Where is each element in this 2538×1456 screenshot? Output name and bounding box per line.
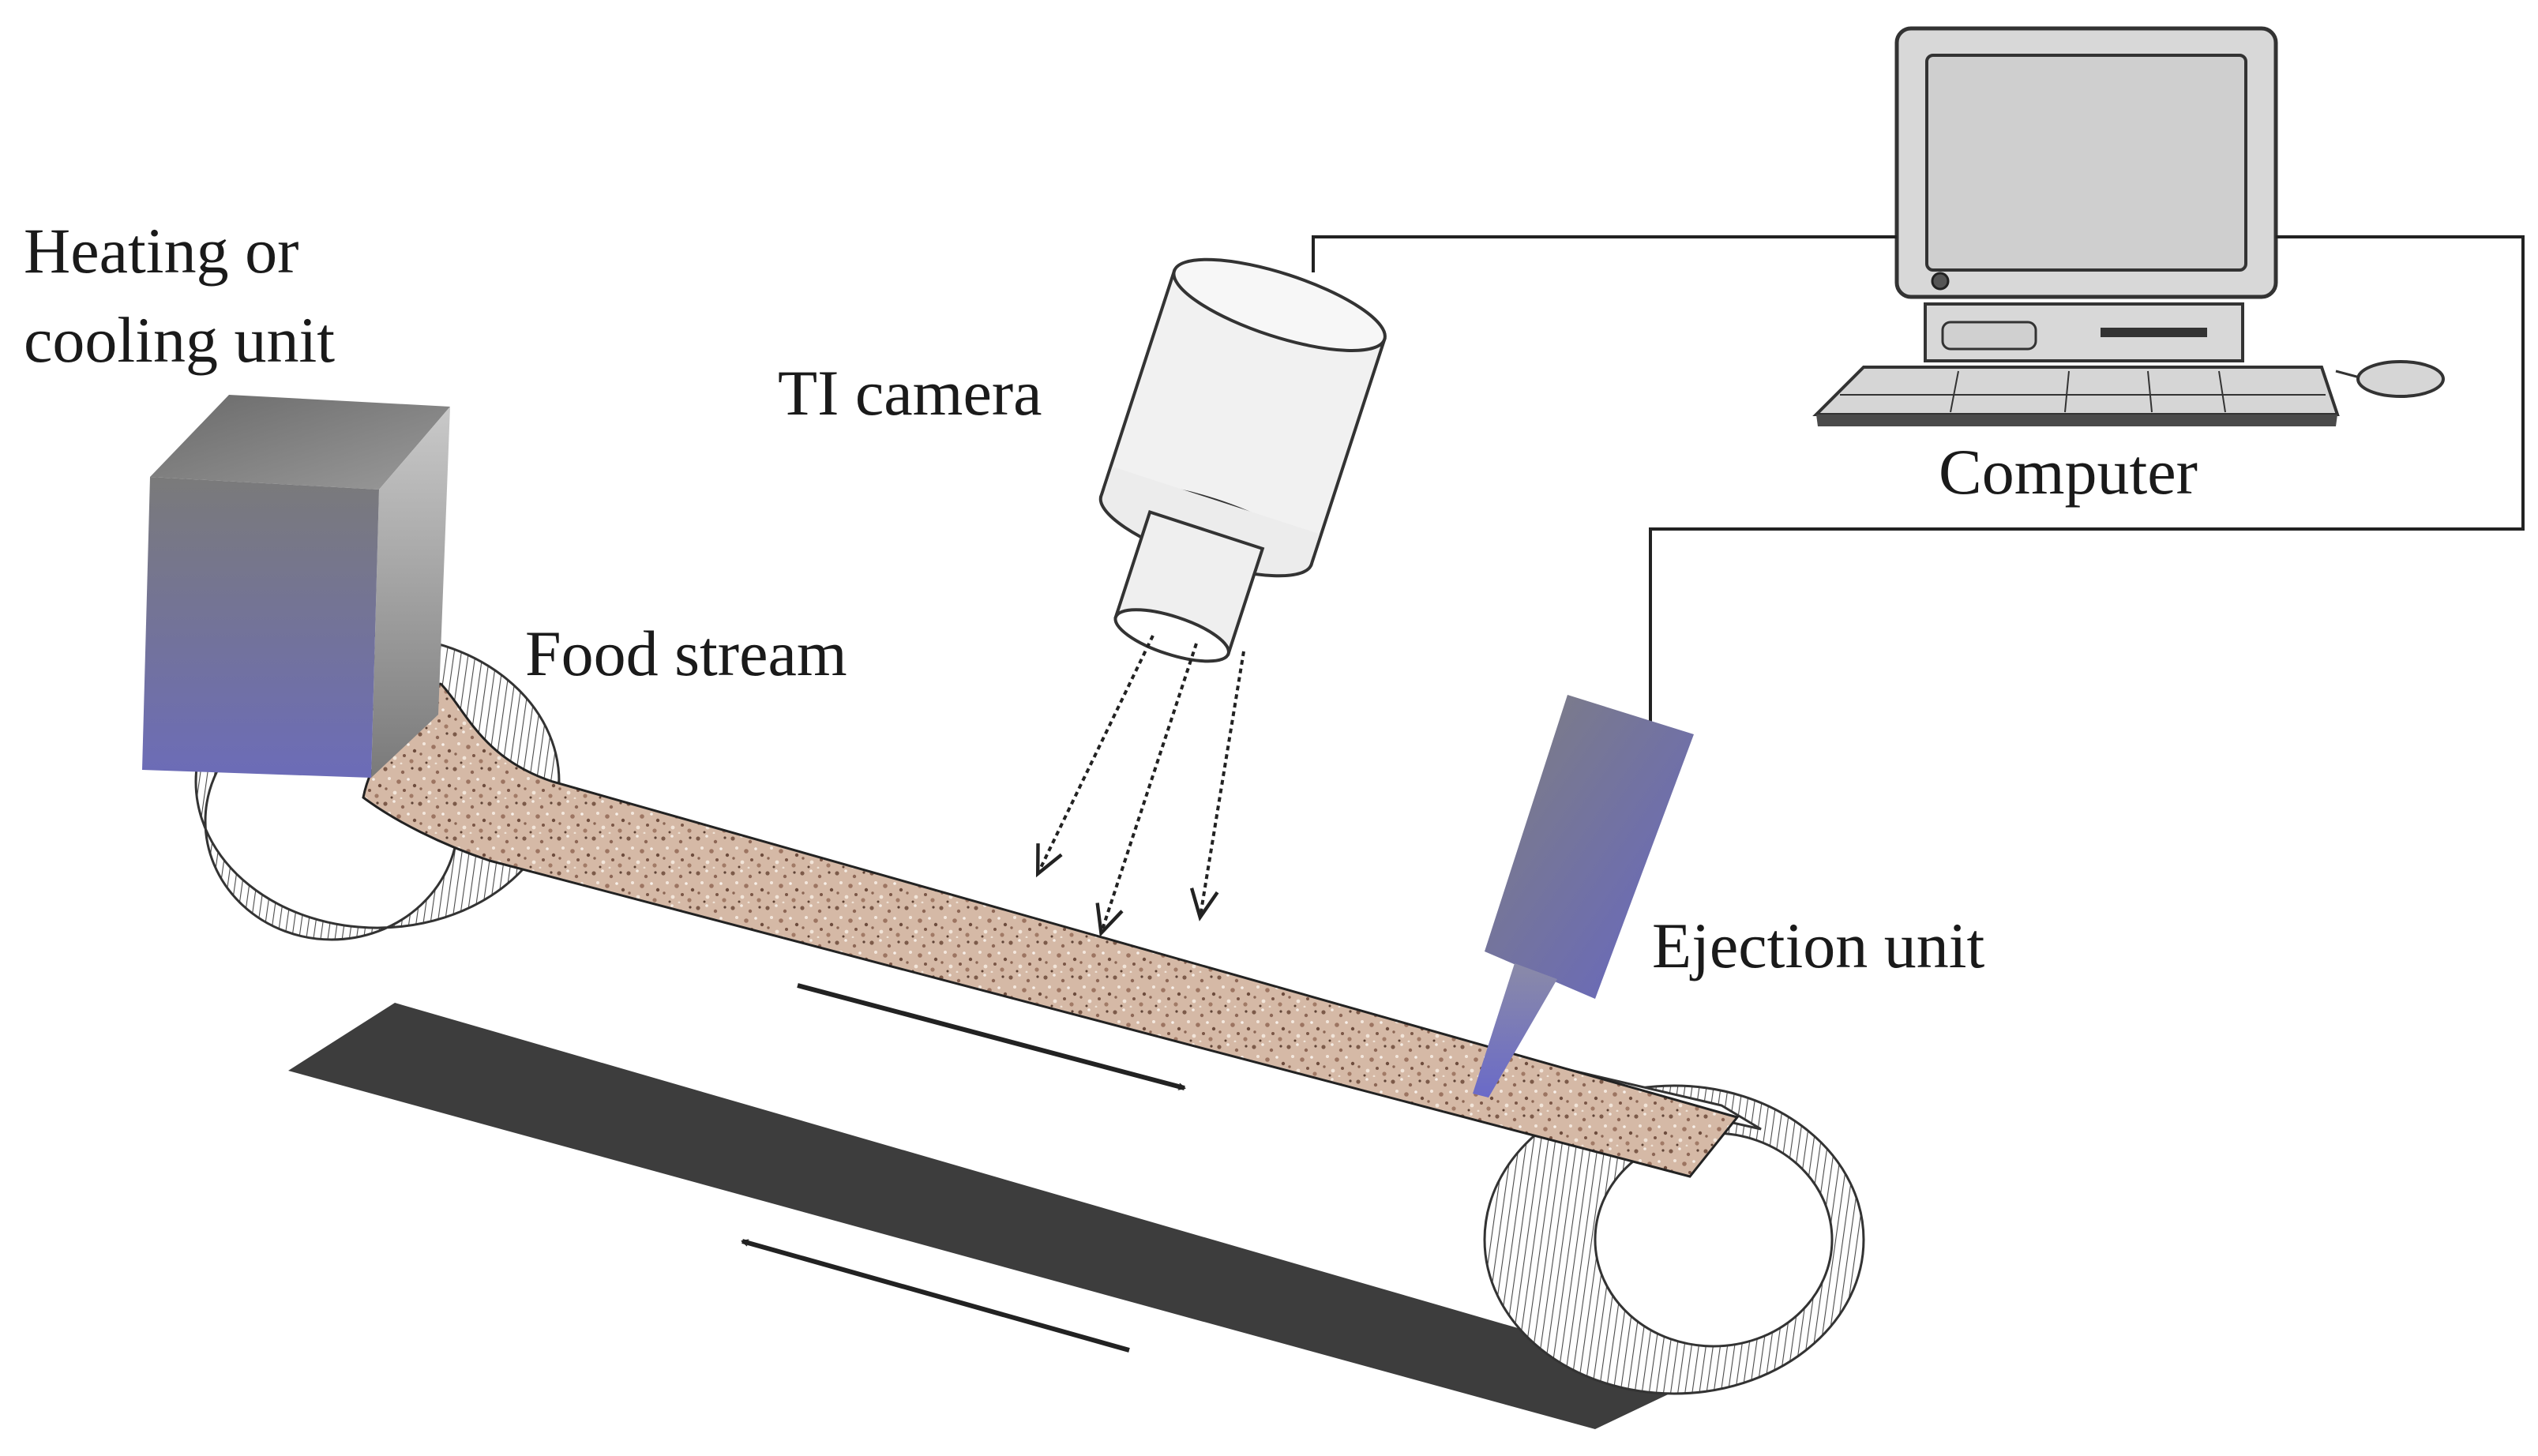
ejection-nozzle-icon [1473,695,1694,1098]
wires [1312,235,2525,726]
heating-unit-label-line2: cooling unit [24,304,335,376]
camera-body-top [1172,257,1387,352]
mouse-icon [2356,360,2445,398]
return-direction-arrow [742,1239,1130,1353]
camera-beams [1035,635,1245,937]
ejector-body [1485,695,1694,999]
camera-beam [1189,651,1245,921]
camera-cable [1312,235,1897,272]
keyboard [1812,366,2340,416]
forward-direction-arrow [797,983,1185,1090]
ejector-nozzle [1473,963,1557,1098]
desktop-computer-icon [1812,26,2445,426]
heating-unit-top [150,395,450,490]
computer-label: Computer [1939,436,2198,508]
cube-icon [142,395,450,778]
ejection-unit-label: Ejection unit [1652,910,1985,981]
monitor-screen [1925,54,2247,272]
ti-camera-label: TI camera [778,357,1042,429]
power-led [1931,272,1950,291]
heating-unit-side [371,407,450,778]
camera-beam [1095,643,1198,937]
thermal-camera-icon [1098,257,1387,663]
ejector-cable [1649,235,2525,726]
food-stream-label: Food stream [525,617,847,689]
heating-unit-label-line1: Heating or [24,215,298,287]
camera-beam [1035,635,1154,878]
belt-underside [288,1003,1698,1429]
heating-unit-front [142,477,379,778]
